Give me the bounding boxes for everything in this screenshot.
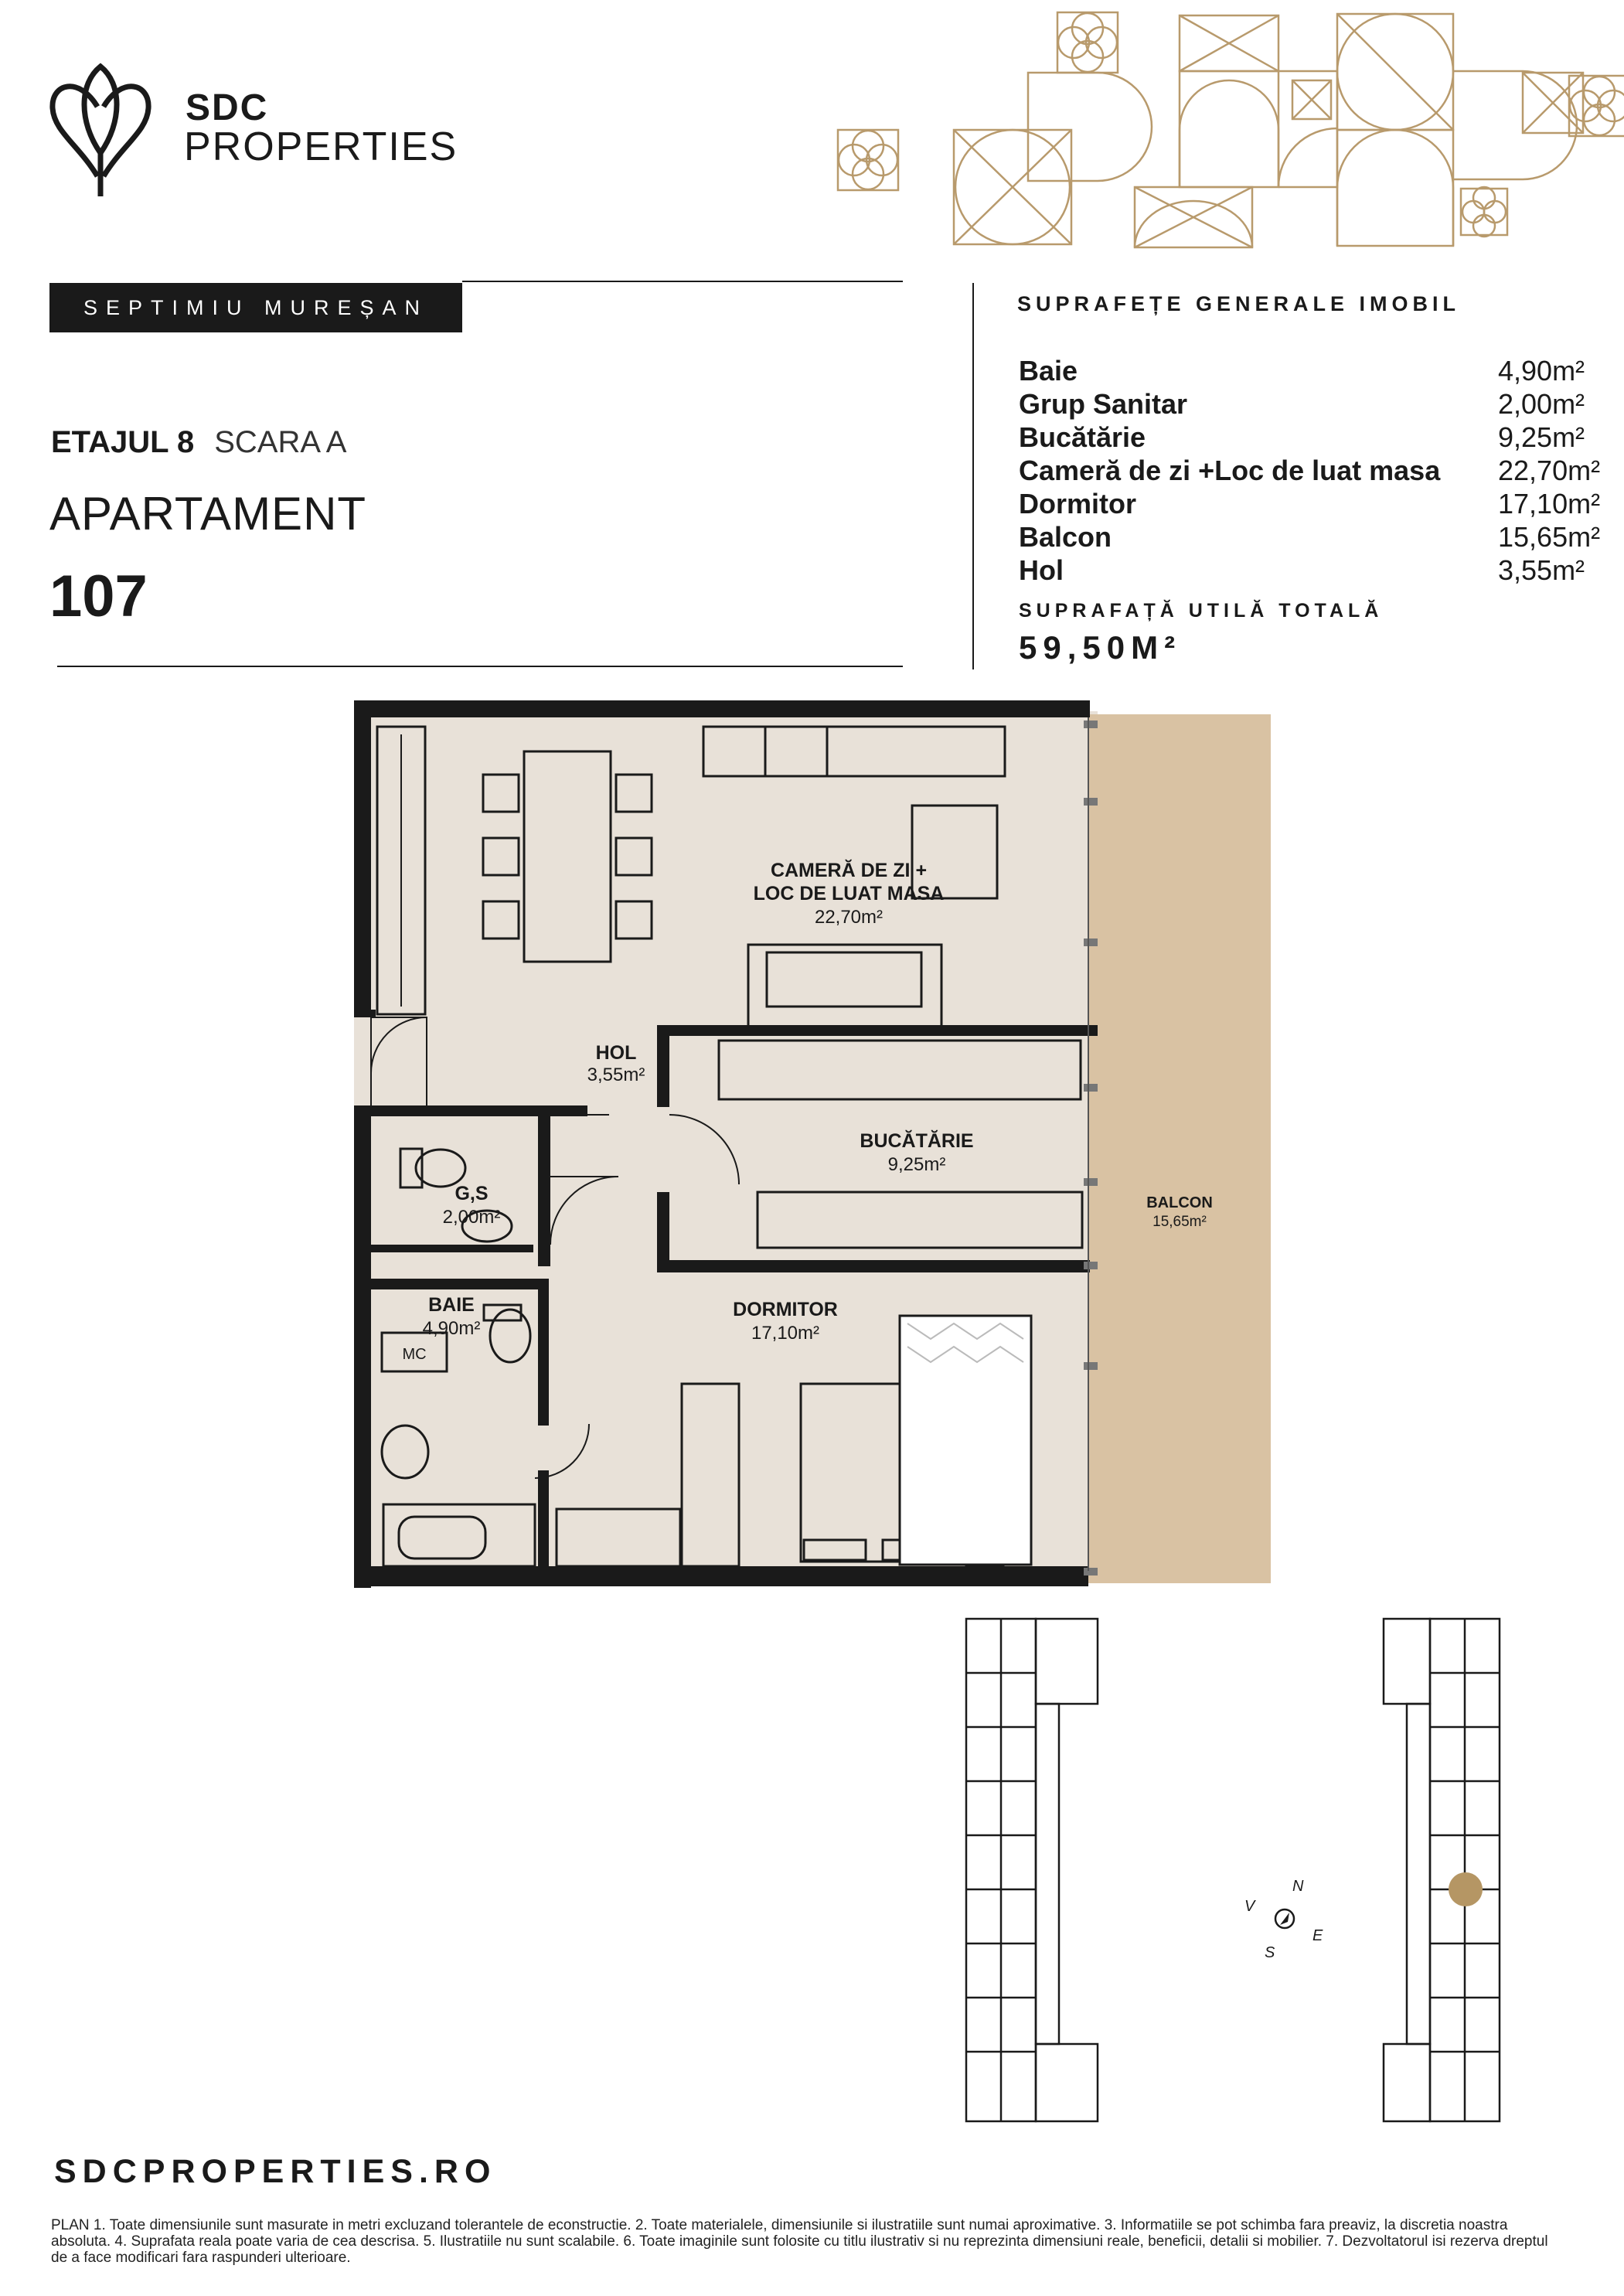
bath-area: 4,90m² <box>423 1318 481 1339</box>
balcony-area <box>1088 714 1271 1583</box>
bedroom-label: DORMITOR <box>733 1299 838 1320</box>
bedroom-area: 17,10m² <box>751 1323 819 1344</box>
kitchen-area: 9,25m² <box>888 1154 946 1175</box>
surface-name: Grup Sanitar <box>1019 387 1188 420</box>
surface-row: Cameră de zi +Loc de luat masa 22,70m² <box>1019 454 1606 487</box>
brand-name: SDC <box>186 87 269 128</box>
surface-area: 15,65m² <box>1498 520 1601 553</box>
surface-row: Dormitor 17,10m² <box>1019 487 1606 520</box>
compass-n: N <box>1292 1878 1304 1895</box>
bath-label: BAIE <box>428 1294 475 1316</box>
stair-label: SCARA A <box>214 425 347 459</box>
floor-level: ETAJUL 8 <box>51 425 195 459</box>
living-room-label: CAMERĂ DE ZI + <box>771 859 927 881</box>
balcony-area-label: 15,65m² <box>1152 1214 1207 1230</box>
apartment-location-marker <box>1449 1872 1483 1906</box>
divider-vertical <box>972 283 974 669</box>
brand-subname: PROPERTIES <box>184 124 458 169</box>
surface-area: 22,70m² <box>1498 454 1601 486</box>
floor-plan: CAMERĂ DE ZI + LOC DE LUAT MASA 22,70m² … <box>354 700 1271 1588</box>
decorative-pattern <box>836 11 1624 249</box>
surfaces-title: SUPRAFEȚE GENERALE IMOBIL <box>1017 292 1461 315</box>
apartment-label: APARTAMENT <box>49 488 367 540</box>
hall-area: 3,55m² <box>587 1065 645 1085</box>
surface-row: Bucătărie 9,25m² <box>1019 421 1606 454</box>
surface-area: 3,55m² <box>1498 554 1585 586</box>
surface-name: Cameră de zi +Loc de luat masa <box>1019 454 1441 486</box>
total-area-value: 59,50M² <box>1019 629 1182 666</box>
compass-v: V <box>1244 1898 1256 1915</box>
surface-row: Hol 3,55m² <box>1019 554 1606 587</box>
divider-bottom <box>57 666 903 667</box>
compass-e: E <box>1312 1927 1323 1944</box>
building-site-plan: N E S V <box>965 1617 1501 2123</box>
surface-area: 17,10m² <box>1498 487 1601 519</box>
surface-area: 9,25m² <box>1498 421 1585 453</box>
surface-name: Dormitor <box>1019 487 1136 519</box>
compass-s: S <box>1265 1944 1275 1961</box>
surface-area: 4,90m² <box>1498 354 1585 387</box>
balcony-label: BALCON <box>1146 1194 1213 1211</box>
surface-area: 2,00m² <box>1498 387 1585 420</box>
wc-area: 2,00m² <box>443 1207 501 1228</box>
brand-logo-icon <box>49 63 152 196</box>
floor-info: ETAJUL 8 SCARA A <box>51 425 346 460</box>
hall-label: HOL <box>596 1042 637 1064</box>
living-room-label-2: LOC DE LUAT MASA <box>754 883 945 904</box>
surface-name: Balcon <box>1019 520 1112 553</box>
surface-name: Bucătărie <box>1019 421 1146 453</box>
surface-name: Baie <box>1019 354 1078 387</box>
surface-row: Balcon 15,65m² <box>1019 520 1606 554</box>
project-badge: SEPTIMIU MUREȘAN <box>49 283 462 332</box>
apartment-number: 107 <box>49 564 148 629</box>
website-link[interactable]: SDCPROPERTIES.RO <box>54 2153 497 2190</box>
surface-name: Hol <box>1019 554 1064 586</box>
wc-label: G,S <box>455 1183 488 1204</box>
surfaces-table: Baie 4,90m² Grup Sanitar 2,00m² Bucătărie 9… <box>1019 354 1606 587</box>
living-room-area: 22,70m² <box>815 907 883 928</box>
kitchen-label: BUCĂTĂRIE <box>860 1129 973 1152</box>
disclaimer-text: PLAN 1. Toate dimensiunile sunt masurate… <box>51 2217 1548 2266</box>
surface-row: Baie 4,90m² <box>1019 354 1606 387</box>
compass-icon <box>1274 1908 1295 1930</box>
total-area-label: SUPRAFAȚĂ UTILĂ TOTALĂ <box>1019 600 1384 622</box>
divider-top <box>462 281 903 282</box>
surface-row: Grup Sanitar 2,00m² <box>1019 387 1606 421</box>
bath-mc-label: MC <box>402 1346 426 1363</box>
